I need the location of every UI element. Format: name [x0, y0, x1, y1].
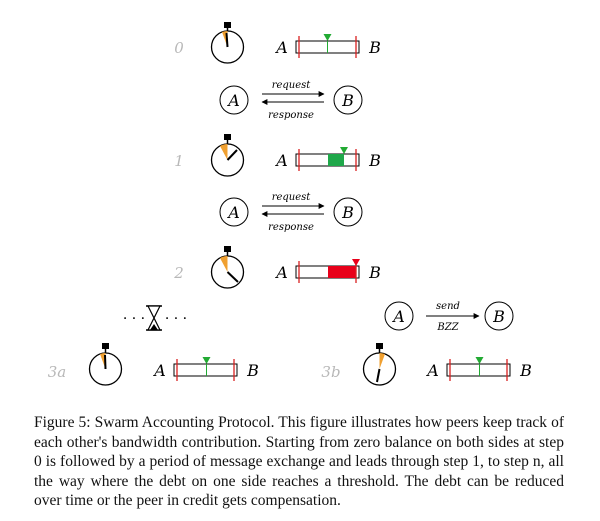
node-b: B — [333, 85, 363, 115]
svg-text:A: A — [226, 91, 240, 110]
balance-bar — [173, 357, 238, 381]
node-a: A — [384, 301, 414, 331]
node-a-label: A — [425, 361, 439, 380]
svg-text:B: B — [492, 307, 505, 326]
stopwatch-icon — [88, 343, 123, 386]
hourglass-icon — [146, 305, 162, 331]
stopwatch-icon — [210, 246, 245, 289]
node-a-label: A — [274, 151, 288, 170]
node-b-label: B — [368, 263, 381, 282]
caption-text: Swarm Accounting Protocol. This figure i… — [34, 414, 565, 509]
balance-bar — [295, 147, 360, 171]
node-b-label: B — [368, 38, 381, 57]
node-a: A — [219, 197, 249, 227]
balance-marker — [323, 34, 332, 41]
step-label-2: 2 — [173, 264, 184, 282]
node-b-label: B — [246, 361, 259, 380]
stopwatch-icon — [362, 343, 397, 386]
svg-text:B: B — [341, 203, 354, 222]
swarm-accounting-diagram: 0 A B A B request response 1 A — [48, 22, 532, 386]
step-label-3a: 3a — [48, 363, 67, 381]
request-label: request — [272, 80, 312, 91]
node-a-label: A — [274, 263, 288, 282]
response-label: response — [268, 110, 314, 121]
step-label-0: 0 — [174, 39, 184, 57]
svg-text:A: A — [226, 203, 240, 222]
node-b: B — [333, 197, 363, 227]
balance-bar — [446, 357, 511, 381]
response-label: response — [268, 222, 314, 233]
node-b: B — [484, 301, 514, 331]
step-label-1: 1 — [174, 152, 184, 170]
svg-text:A: A — [391, 307, 405, 326]
svg-text:B: B — [341, 91, 354, 110]
balance-marker — [340, 147, 348, 154]
ellipsis-left: · · · — [123, 311, 145, 327]
figure-caption: Figure 5: Swarm Accounting Protocol. Thi… — [34, 413, 564, 511]
node-b-label: B — [519, 361, 532, 380]
node-b-label: B — [368, 151, 381, 170]
stopwatch-icon — [210, 134, 245, 177]
stopwatch-icon — [210, 22, 245, 64]
bzz-label: BZZ — [436, 322, 459, 333]
balance-bar — [295, 259, 360, 283]
figure-label: Figure 5: — [34, 414, 91, 431]
request-label: request — [272, 192, 312, 203]
node-a-label: A — [152, 361, 166, 380]
send-label: send — [436, 301, 460, 312]
balance-marker — [475, 357, 484, 364]
balance-bar — [295, 34, 360, 58]
balance-marker — [352, 259, 360, 266]
balance-marker — [202, 357, 211, 364]
step-label-3b: 3b — [321, 363, 340, 381]
ellipsis-right: · · · — [165, 311, 187, 327]
node-a: A — [219, 85, 249, 115]
node-a-label: A — [274, 38, 288, 57]
